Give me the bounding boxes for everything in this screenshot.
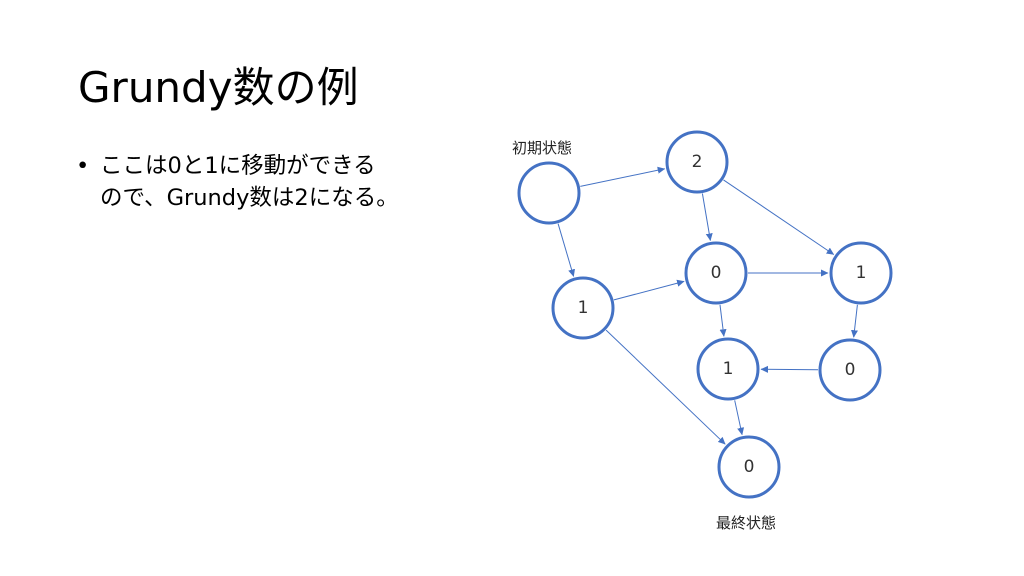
node-start <box>517 161 581 225</box>
edge-n1a-to-n0b <box>851 304 858 338</box>
node-circle <box>696 337 760 401</box>
node-n1b: 1 <box>551 276 615 340</box>
edge-n1b-to-n0a <box>613 279 685 301</box>
node-label: 0 <box>845 360 856 380</box>
node-circle <box>829 241 893 305</box>
nodes-layer: 2 0 1 1 1 0 0 <box>517 130 893 499</box>
node-label: 0 <box>744 457 755 477</box>
edge-n2-to-n1a <box>723 179 835 255</box>
edge-n2-to-n0a <box>701 193 713 241</box>
edge-n0a-to-n1c <box>719 304 727 337</box>
node-label: 1 <box>578 298 589 318</box>
node-n1c: 1 <box>696 337 760 401</box>
node-n1a: 1 <box>829 241 893 305</box>
edge-start-to-n1b <box>557 223 575 277</box>
node-label: 1 <box>723 359 734 379</box>
start-state-caption: 初期状態 <box>512 139 572 157</box>
slide-title: Grundy数の例 <box>78 63 359 112</box>
node-n0c: 0 <box>717 435 781 499</box>
node-label: 1 <box>856 263 867 283</box>
bullet-text: ここは0と1に移動ができる ので、Grundy数は2になる。 <box>100 153 399 211</box>
bullet-item: • ここは0と1に移動ができる ので、Grundy数は2になる。 <box>72 150 492 214</box>
node-n0a: 0 <box>684 241 748 305</box>
node-circle <box>665 130 729 194</box>
node-label: 2 <box>692 152 703 172</box>
node-label: 0 <box>711 263 722 283</box>
node-circle <box>717 435 781 499</box>
edge-n1c-to-n0c <box>734 400 745 436</box>
bullet-list: • ここは0と1に移動ができる ので、Grundy数は2になる。 <box>72 150 492 214</box>
edges-layer <box>557 166 858 445</box>
node-circle <box>684 241 748 305</box>
node-n2: 2 <box>665 130 729 194</box>
node-circle <box>551 276 615 340</box>
node-circle <box>517 161 581 225</box>
edge-n1b-to-n0c <box>605 329 726 445</box>
end-state-caption: 最終状態 <box>716 514 776 532</box>
node-n0b: 0 <box>818 338 882 402</box>
edge-start-to-n2 <box>580 166 666 187</box>
bullet-marker: • <box>76 153 90 179</box>
node-circle <box>818 338 882 402</box>
